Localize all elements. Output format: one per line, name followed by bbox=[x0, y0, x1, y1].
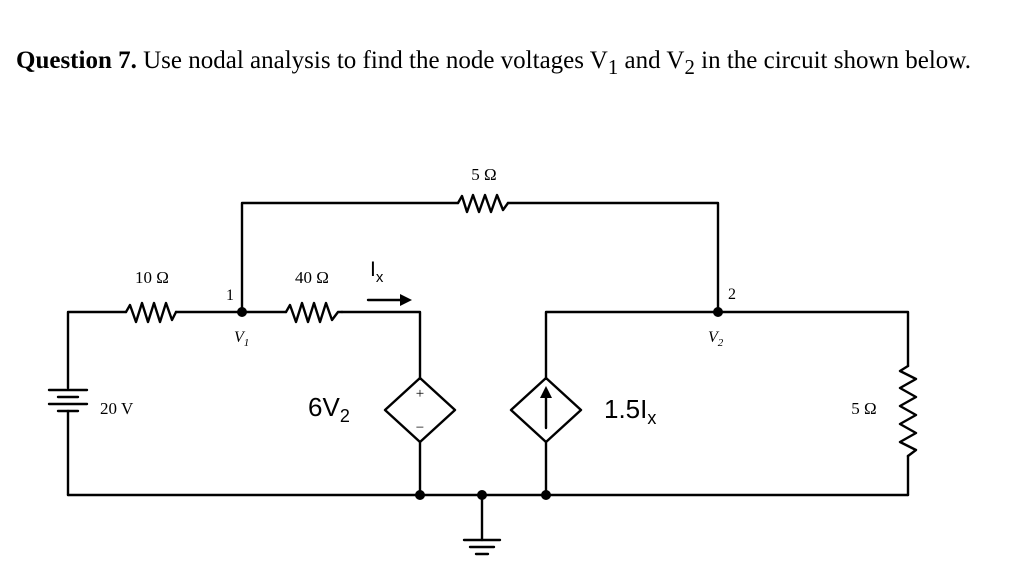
resistor-right bbox=[898, 364, 918, 458]
current-sub: x bbox=[376, 269, 384, 286]
label-node-1-number: 1 bbox=[226, 287, 234, 304]
resistor-top bbox=[456, 193, 510, 214]
dep-i-main: 1.5I bbox=[604, 394, 647, 424]
node-2-voltage-main: V bbox=[708, 329, 720, 346]
node-2-dot bbox=[713, 307, 723, 317]
question-text: Question 7. Use nodal analysis to find t… bbox=[16, 46, 996, 82]
label-minus: − bbox=[416, 420, 424, 436]
dep-v-main: 6V bbox=[308, 392, 340, 422]
current-arrow-head bbox=[400, 294, 412, 306]
label-r-left: 10 Ω bbox=[135, 268, 169, 287]
label-r-mid: 40 Ω bbox=[295, 268, 329, 287]
question-text-c: in the circuit shown below. bbox=[694, 47, 971, 74]
wire-top-branch bbox=[240, 201, 720, 314]
junction-dot-ground bbox=[477, 490, 487, 500]
label-plus: + bbox=[416, 386, 424, 402]
junction-dot-right bbox=[541, 490, 551, 500]
label-dep-i: 1.5Ix bbox=[604, 394, 656, 428]
label-node-2-voltage: V2 bbox=[708, 329, 724, 349]
node-2-voltage-sub: 2 bbox=[718, 337, 724, 349]
node-1-voltage-sub: 1 bbox=[244, 337, 250, 349]
question-text-a: Use nodal analysis to find the node volt… bbox=[136, 47, 608, 74]
ground-symbol bbox=[462, 538, 502, 556]
label-current: Ix bbox=[370, 258, 384, 286]
question-sub-1: 1 bbox=[607, 55, 619, 79]
label-node-2-number: 2 bbox=[728, 286, 736, 303]
question-text-b: and V bbox=[618, 47, 685, 74]
dep-v-sub: 2 bbox=[340, 406, 350, 426]
battery-plates bbox=[47, 388, 89, 413]
label-r-right: 5 Ω bbox=[851, 399, 876, 418]
current-main: I bbox=[370, 258, 376, 281]
node-1-voltage-main: V bbox=[234, 329, 246, 346]
dep-i-sub: x bbox=[647, 408, 656, 428]
resistor-mid bbox=[284, 301, 344, 324]
junction-dot-left bbox=[415, 490, 425, 500]
resistor-left bbox=[124, 301, 178, 324]
label-node-1-voltage: V1 bbox=[234, 329, 249, 349]
label-r-top: 5 Ω bbox=[471, 165, 496, 184]
question-label: Question 7. bbox=[16, 47, 137, 74]
current-source-arrow-head bbox=[540, 386, 552, 398]
label-dep-v: 6V2 bbox=[308, 392, 350, 426]
question-sub-2: 2 bbox=[684, 55, 695, 79]
wire-right-branch bbox=[544, 310, 910, 497]
label-source-v: 20 V bbox=[100, 399, 134, 418]
node-1-dot bbox=[237, 307, 247, 317]
wire-left-branch bbox=[66, 310, 422, 390]
